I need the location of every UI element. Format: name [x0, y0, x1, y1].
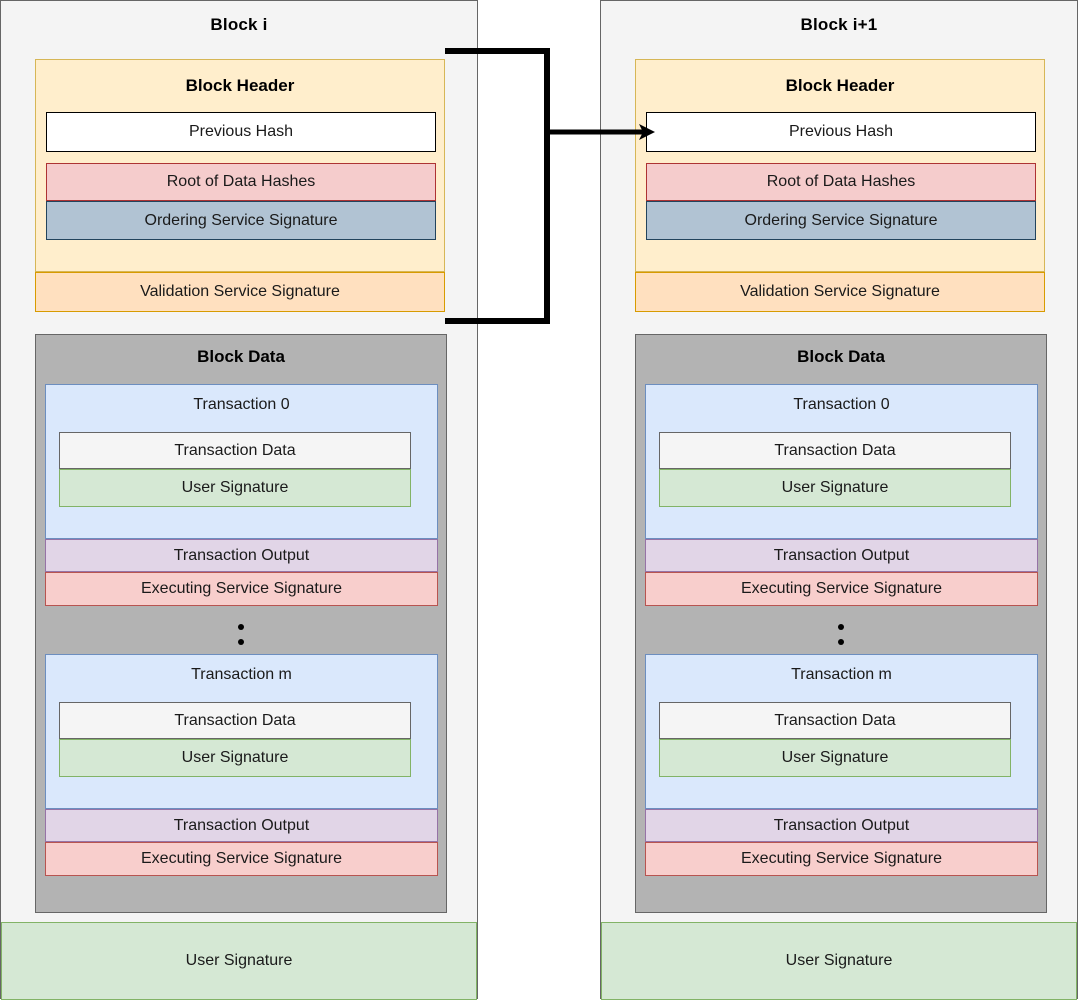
executing-service-signature-field[interactable]: Executing Service Signature — [45, 842, 438, 876]
transaction-output-field[interactable]: Transaction Output — [45, 809, 438, 842]
root-of-data-hashes-field[interactable]: Root of Data Hashes — [46, 163, 436, 201]
validation-service-signature-field[interactable]: Validation Service Signature — [635, 272, 1045, 312]
block-user-signature-strip[interactable]: User Signature — [1, 922, 477, 1000]
transaction-title: Transaction 0 — [793, 396, 890, 413]
block-title: Block i — [210, 15, 268, 34]
ellipsis-dot — [238, 624, 244, 630]
transaction-data-field[interactable]: Transaction Data — [59, 432, 411, 469]
transaction-data-field[interactable]: Transaction Data — [659, 432, 1011, 469]
ordering-service-signature-field[interactable]: Ordering Service Signature — [46, 201, 436, 240]
block-title: Block i+1 — [800, 15, 878, 34]
transaction-output-field[interactable]: Transaction Output — [645, 809, 1038, 842]
executing-service-signature-field[interactable]: Executing Service Signature — [45, 572, 438, 606]
block-header-group[interactable]: Block Header Previous Hash Root of Data … — [635, 59, 1045, 272]
ellipsis-dot — [238, 639, 244, 645]
transaction-card[interactable]: Transaction m Transaction Data User Sign… — [45, 654, 438, 809]
block-data-title: Block Data — [797, 347, 885, 366]
transaction-title: Transaction m — [191, 666, 292, 683]
block-header-title: Block Header — [785, 76, 895, 95]
root-of-data-hashes-field[interactable]: Root of Data Hashes — [646, 163, 1036, 201]
transaction-title: Transaction m — [791, 666, 892, 683]
ellipsis-dot — [838, 624, 844, 630]
validation-service-signature-field[interactable]: Validation Service Signature — [35, 272, 445, 312]
executing-service-signature-field[interactable]: Executing Service Signature — [645, 842, 1038, 876]
user-signature-field[interactable]: User Signature — [59, 739, 411, 777]
block-panel-block-i-plus-1[interactable]: Block i+1 Block Header Previous Hash Roo… — [600, 0, 1078, 1000]
user-signature-field[interactable]: User Signature — [659, 469, 1011, 507]
transaction-card[interactable]: Transaction 0 Transaction Data User Sign… — [645, 384, 1038, 539]
executing-service-signature-field[interactable]: Executing Service Signature — [645, 572, 1038, 606]
previous-hash-field[interactable]: Previous Hash — [646, 112, 1036, 152]
transaction-data-field[interactable]: Transaction Data — [59, 702, 411, 739]
block-user-signature-strip[interactable]: User Signature — [601, 922, 1077, 1000]
transaction-card[interactable]: Transaction m Transaction Data User Sign… — [645, 654, 1038, 809]
user-signature-field[interactable]: User Signature — [659, 739, 1011, 777]
transaction-output-field[interactable]: Transaction Output — [645, 539, 1038, 572]
transaction-output-field[interactable]: Transaction Output — [45, 539, 438, 572]
block-panel-block-i[interactable]: Block i Block Header Previous Hash Root … — [0, 0, 478, 1000]
block-header-group[interactable]: Block Header Previous Hash Root of Data … — [35, 59, 445, 272]
previous-hash-field[interactable]: Previous Hash — [46, 112, 436, 152]
ellipsis-dot — [838, 639, 844, 645]
transaction-data-field[interactable]: Transaction Data — [659, 702, 1011, 739]
block-header-title: Block Header — [185, 76, 295, 95]
transaction-title: Transaction 0 — [193, 396, 290, 413]
block-data-group[interactable]: Block Data Transaction 0 Transaction Dat… — [635, 334, 1047, 913]
transaction-card[interactable]: Transaction 0 Transaction Data User Sign… — [45, 384, 438, 539]
block-data-title: Block Data — [197, 347, 285, 366]
user-signature-field[interactable]: User Signature — [59, 469, 411, 507]
block-data-group[interactable]: Block Data Transaction 0 Transaction Dat… — [35, 334, 447, 913]
ordering-service-signature-field[interactable]: Ordering Service Signature — [646, 201, 1036, 240]
